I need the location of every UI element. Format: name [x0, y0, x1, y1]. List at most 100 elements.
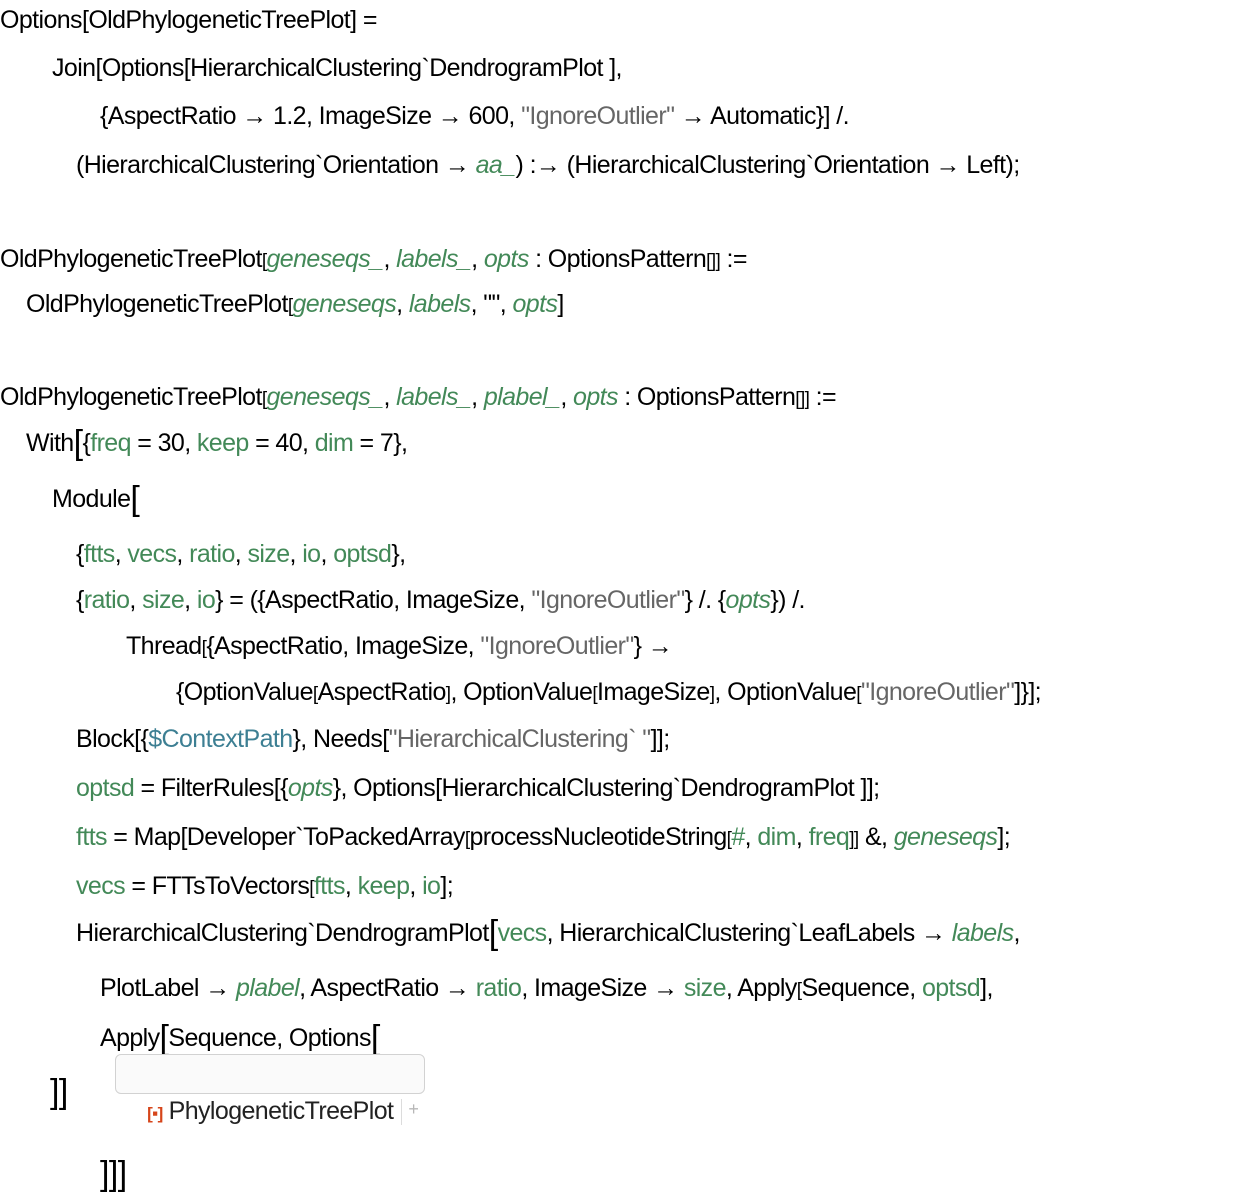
code-token: :=	[720, 245, 748, 273]
code-token: ,	[383, 245, 397, 273]
code-token: [	[183, 54, 191, 82]
code-token: dim	[314, 429, 354, 457]
code-line-17[interactable]: vecs = FTTsToVectors[ftts, keep, io];	[76, 870, 454, 905]
code-token: opts	[573, 383, 618, 411]
code-token: ],	[980, 974, 993, 1002]
code-token: freq	[808, 823, 850, 851]
code-token: ];	[997, 823, 1011, 851]
code-token: io	[196, 586, 216, 614]
code-token: ftts	[313, 872, 346, 900]
entity-label: PhylogeneticTreePlot	[168, 1097, 394, 1125]
code-token: opts	[483, 245, 529, 273]
code-token: keep	[357, 872, 410, 900]
code-token: []]	[706, 251, 721, 272]
code-line-7[interactable]: OldPhylogeneticTreePlot[geneseqs_, label…	[0, 381, 837, 416]
code-token: #	[731, 823, 745, 851]
code-token: ,	[396, 290, 409, 318]
code-token: Options	[101, 54, 185, 82]
entity-divider	[401, 1099, 403, 1125]
code-token: → Automatic}] /.	[674, 102, 850, 130]
code-token: = Map[Developer`ToPackedArray	[106, 823, 465, 851]
code-line-3[interactable]: {AspectRatio → 1.2, ImageSize → 600, "Ig…	[100, 100, 850, 132]
code-token: ]]]	[100, 1155, 127, 1193]
code-token: = 40,	[248, 429, 315, 457]
code-token: ]]	[50, 1073, 68, 1111]
code-token: ,	[234, 540, 248, 568]
code-token: {AspectRatio, ImageSize,	[206, 632, 481, 660]
code-token: ,	[795, 823, 809, 851]
code-line-6[interactable]: OldPhylogeneticTreePlot[geneseqs, labels…	[26, 288, 564, 323]
expand-plus-icon[interactable]: +	[408, 1099, 419, 1119]
code-line-1[interactable]: Options[OldPhylogeneticTreePlot] =	[0, 4, 383, 36]
code-token: &,	[858, 823, 894, 851]
code-line-8[interactable]: With[{freq = 30, keep = 40, dim = 7},	[26, 426, 408, 460]
code-token: Thread	[126, 632, 202, 660]
code-token: AspectRatio	[317, 678, 447, 706]
code-token: labels	[408, 290, 471, 318]
code-token: "IgnoreOutlier"	[531, 586, 685, 614]
code-line-5[interactable]: OldPhylogeneticTreePlot[geneseqs_, label…	[0, 243, 747, 278]
code-token: [	[309, 878, 314, 899]
code-token: ,	[471, 383, 484, 411]
code-token: = 30,	[130, 429, 197, 457]
code-token: ,	[289, 540, 303, 568]
code-token: Options	[0, 6, 83, 34]
code-token: [	[261, 389, 267, 410]
code-token: = FilterRules[{	[134, 774, 289, 802]
code-line-12[interactable]: Thread[{AspectRatio, ImageSize, "IgnoreO…	[126, 630, 673, 665]
code-token: }, Options[HierarchicalClustering`Dendro…	[332, 774, 880, 802]
code-line-19[interactable]: PlotLabel → plabel, AspectRatio → ratio,…	[100, 972, 993, 1007]
code-token: OldPhylogeneticTreePlot	[0, 383, 262, 411]
code-token: [	[261, 251, 267, 272]
code-token: [	[81, 6, 89, 34]
code-token: plabel	[235, 974, 300, 1002]
code-token: } /. {	[684, 586, 726, 614]
code-token: ,	[344, 872, 358, 900]
code-token: [	[796, 980, 802, 1001]
code-token: vecs	[127, 540, 177, 568]
code-line-4[interactable]: (HierarchicalClustering`Orientation → aa…	[76, 149, 1020, 181]
code-token: [	[370, 1019, 380, 1057]
code-token: keep	[196, 429, 249, 457]
code-token: [	[201, 638, 207, 659]
code-token: ) :→ (HierarchicalClustering`Orientation…	[515, 151, 1021, 179]
code-line-10[interactable]: {ftts, vecs, ratio, size, io, optsd},	[76, 538, 406, 570]
code-line-21[interactable]: ]]	[50, 1073, 68, 1111]
code-token: size	[142, 586, 185, 614]
code-token: processNucleotideString	[469, 823, 728, 851]
entity-box-phylogenetic-tree-plot[interactable]: [▪]PhylogeneticTreePlot+	[114, 1054, 426, 1125]
code-token: dim	[757, 823, 796, 851]
code-token: With	[26, 429, 74, 457]
code-line-13[interactable]: {OptionValue[AspectRatio], OptionValue[I…	[176, 676, 1042, 711]
code-line-20[interactable]: Apply[Sequence, Options[ [▪]Phylogenetic…	[100, 1019, 427, 1193]
code-token: $ContextPath	[148, 725, 293, 753]
code-line-16[interactable]: ftts = Map[Developer`ToPackedArray[proce…	[76, 821, 1011, 856]
code-line-15[interactable]: optsd = FilterRules[{opts}, Options[Hier…	[76, 772, 880, 804]
code-token: size	[247, 540, 290, 568]
code-line-14[interactable]: Block[{$ContextPath}, Needs["Hierarchica…	[76, 723, 670, 755]
code-token: geneseqs	[292, 290, 397, 318]
code-token: "HierarchicalClustering` "	[388, 725, 652, 753]
code-token: geneseqs_	[266, 245, 385, 273]
code-token: size	[683, 974, 727, 1002]
code-token: ]]	[849, 829, 859, 850]
code-token: PlotLabel →	[100, 974, 236, 1002]
code-line-11[interactable]: {ratio, size, io} = ({AspectRatio, Image…	[76, 584, 805, 616]
code-token: [	[726, 829, 732, 850]
code-token: ,	[320, 540, 334, 568]
code-token: ];	[440, 872, 454, 900]
code-token: ,	[560, 383, 574, 411]
code-line-2[interactable]: Join[Options[HierarchicalClustering`Dend…	[52, 52, 623, 84]
code-token: , "",	[470, 290, 513, 318]
code-token: []]	[795, 389, 810, 410]
code-token: opts	[512, 290, 558, 318]
code-token: aa_	[475, 151, 517, 179]
code-token: io	[422, 872, 441, 900]
code-token: ,	[744, 823, 758, 851]
code-token: ratio	[475, 974, 522, 1002]
code-token: ratio	[189, 540, 235, 568]
code-line-18[interactable]: HierarchicalClustering`DendrogramPlot[ve…	[76, 916, 1020, 950]
code-line-9[interactable]: Module[	[52, 482, 140, 516]
code-token: } →	[633, 632, 673, 660]
code-token: ]	[445, 684, 451, 705]
